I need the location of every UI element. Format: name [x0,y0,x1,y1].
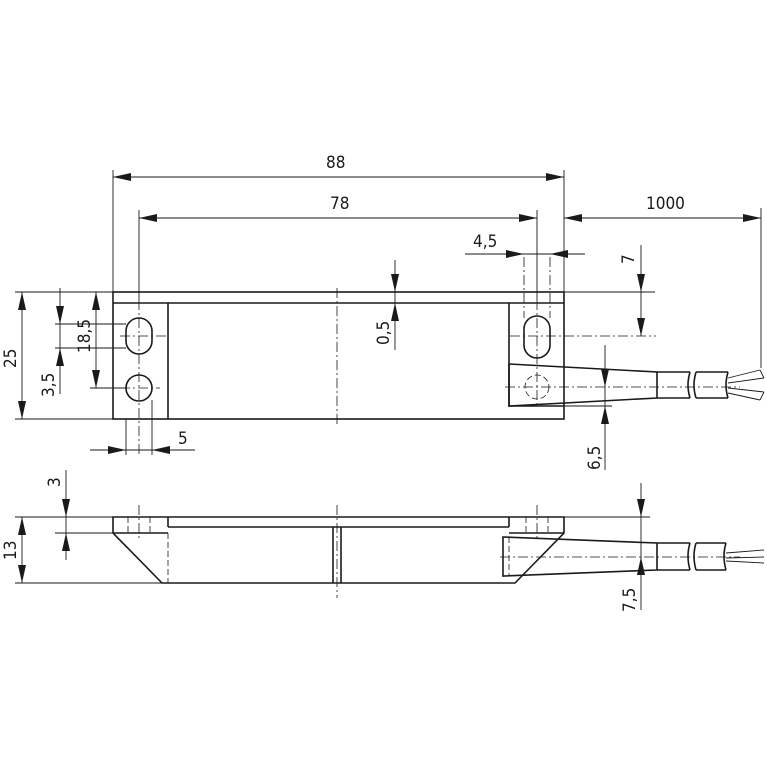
dim-0-5: 0,5 [374,321,394,345]
cable-wires [727,369,765,401]
dimension-lines: 88 78 1000 4,5 7 0,5 [1,153,762,612]
dim-18-5: 18,5 [75,319,95,353]
side-view [112,505,765,598]
dim-3: 3 [45,477,65,487]
cable-jacket [657,371,729,399]
side-cable-gland [502,536,658,577]
right-pad-outline [508,302,564,364]
dim-13: 13 [1,541,21,560]
dim-5: 5 [178,429,188,449]
cable-housing [508,364,564,407]
dim-88: 88 [326,153,345,173]
cable-gland [508,363,658,407]
dim-7: 7 [619,254,639,264]
top-view [112,257,765,455]
dim-25: 25 [1,349,21,368]
dim-1000: 1000 [646,194,685,214]
dim-6-5: 6,5 [585,446,605,470]
top-body-outline [112,291,565,420]
side-cable-jacket [657,542,727,571]
dim-4-5: 4,5 [473,232,497,252]
side-cable-wires [725,549,765,564]
dim-7-5: 7,5 [620,588,640,612]
dim-78: 78 [330,194,349,214]
dim-3-5: 3,5 [39,373,59,397]
